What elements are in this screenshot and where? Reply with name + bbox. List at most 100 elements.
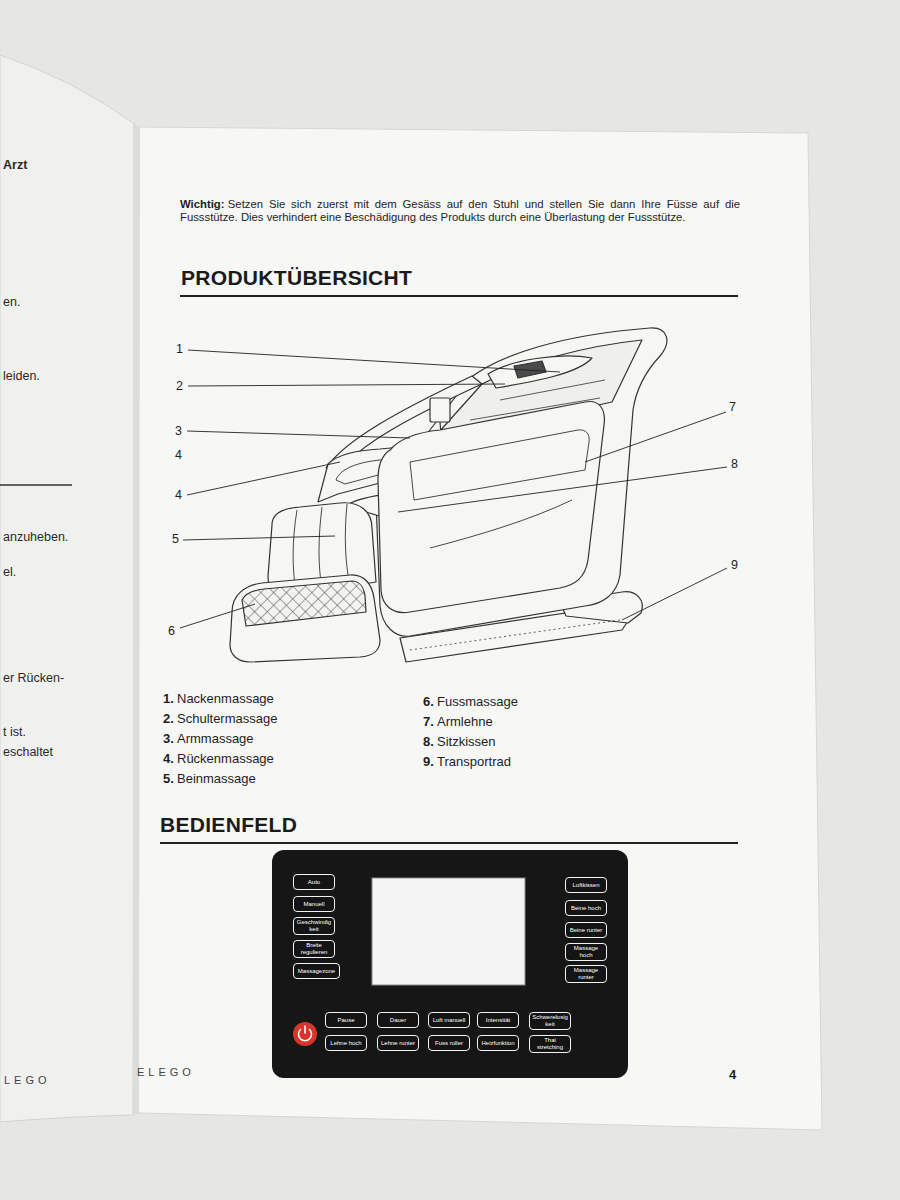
button-label: Lehne hoch [330, 1040, 361, 1047]
near-armrest [378, 402, 604, 613]
callout-number: 9 [731, 558, 738, 572]
massage-chair-drawing [230, 328, 667, 662]
key-text: Sitzkissen [437, 735, 496, 750]
button-label: Breite regulieren [296, 942, 332, 956]
leader-lines [180, 350, 727, 628]
brand-logo: LEGO [4, 1074, 51, 1087]
heading-rule [160, 842, 738, 844]
button-label: Massagezone [298, 968, 335, 975]
callout-number: 3 [175, 424, 182, 438]
page-fragment: anzuheben. [3, 530, 68, 544]
button-label: Massage hoch [568, 945, 604, 959]
warning-paragraph: Wichtig:Setzen Sie sich zuerst mit dem G… [180, 198, 740, 225]
control-button: Luft manuell [428, 1012, 470, 1028]
control-button: Dauer [377, 1012, 419, 1028]
note-label: Wichtig: [180, 198, 224, 210]
leader-line [398, 467, 727, 512]
button-label: Manuell [303, 901, 324, 908]
display-screen [372, 878, 525, 985]
control-button: Massagezone [293, 963, 340, 979]
control-button: Breite regulieren [293, 940, 335, 958]
leader-line [188, 350, 560, 372]
page-fragment: eschaltet [3, 745, 53, 759]
control-button: Pause [325, 1012, 367, 1028]
button-label: Lehne runter [381, 1040, 415, 1047]
button-label: Auto [308, 879, 320, 886]
callout-number: 2 [176, 379, 183, 393]
callout-number: 5 [172, 532, 179, 546]
page-fragment: er Rücken- [3, 671, 64, 685]
power-button [293, 1022, 317, 1046]
button-label: Massage runter [568, 967, 604, 981]
callout-number: 8 [731, 457, 738, 471]
control-button: Beine runter [565, 922, 607, 938]
key-text: Armmassage [177, 732, 254, 747]
gutter-shadow [133, 124, 140, 1115]
control-button: Thai stretching [529, 1035, 571, 1053]
button-label: Pause [337, 1017, 354, 1024]
control-button: Auto [293, 874, 335, 890]
key-number: 7. [423, 715, 434, 730]
callout-number: 1 [176, 342, 183, 356]
control-button: Schwerelosig keit [529, 1012, 571, 1030]
key-number: 2. [163, 712, 174, 727]
left-page-rule [0, 484, 72, 486]
button-label: Schwerelosig keit [532, 1014, 568, 1028]
control-button: Lehne hoch [325, 1035, 367, 1051]
button-label: Dauer [390, 1017, 406, 1024]
control-button: Luftkissen [565, 877, 607, 893]
key-number: 6. [423, 695, 434, 710]
key-number: 1. [163, 692, 174, 707]
armrest-swoosh [430, 500, 572, 548]
key-number: 3. [163, 732, 174, 747]
key-number: 9. [423, 755, 434, 770]
control-button: Heizfunktion [477, 1035, 519, 1051]
callout-number: 7 [729, 400, 736, 414]
key-text: Rückenmassage [177, 752, 274, 767]
page-fragment: t ist. [3, 725, 26, 739]
section-heading: BEDIENFELD [160, 813, 297, 837]
key-text: Nackenmassage [177, 692, 274, 707]
control-panel [272, 850, 628, 1078]
headrest [488, 356, 592, 388]
page-fragment: leiden. [3, 369, 40, 383]
leader-line [585, 412, 726, 462]
control-button: Massage hoch [565, 943, 607, 961]
note-text: Setzen Sie sich zuerst mit dem Gesäss au… [180, 198, 740, 223]
button-label: Luft manuell [433, 1017, 466, 1024]
power-icon [299, 1026, 312, 1041]
key-number: 8. [423, 735, 434, 750]
control-button: Beine hoch [565, 900, 607, 916]
button-label: Geschwindig keit [296, 919, 332, 933]
page-fragment: el. [3, 565, 16, 579]
section-heading: PRODUKTÜBERSICHT [181, 266, 412, 290]
button-label: Luftkissen [572, 882, 599, 889]
button-label: Fuss roller [435, 1040, 463, 1047]
key-number: 4. [163, 752, 174, 767]
left-page [0, 55, 135, 1122]
key-text: Schultermassage [177, 712, 277, 727]
brand-logo: ELEGO [137, 1066, 195, 1079]
leader-line [180, 604, 255, 628]
tablet-holder [430, 398, 450, 422]
leader-line [187, 462, 340, 495]
heading-rule [180, 295, 738, 297]
button-label: Heizfunktion [481, 1040, 514, 1047]
callout-number: 4 [175, 488, 182, 502]
foot-rest-quilt [242, 581, 366, 626]
leader-line [622, 568, 727, 620]
control-button: Lehne runter [377, 1035, 419, 1051]
page-fragment: Arzt [3, 158, 27, 172]
button-label: Beine hoch [571, 905, 601, 912]
key-text: Beinmassage [177, 772, 256, 787]
control-button: Geschwindig keit [293, 917, 335, 935]
leader-line [188, 384, 505, 386]
key-text: Armlehne [437, 715, 493, 730]
button-label: Beine runter [570, 927, 603, 934]
control-button: Manuell [293, 896, 335, 912]
button-label: Intensität [486, 1017, 510, 1024]
control-button: Intensität [477, 1012, 519, 1028]
callout-number: 4 [175, 448, 182, 462]
control-button: Massage runter [565, 965, 607, 983]
